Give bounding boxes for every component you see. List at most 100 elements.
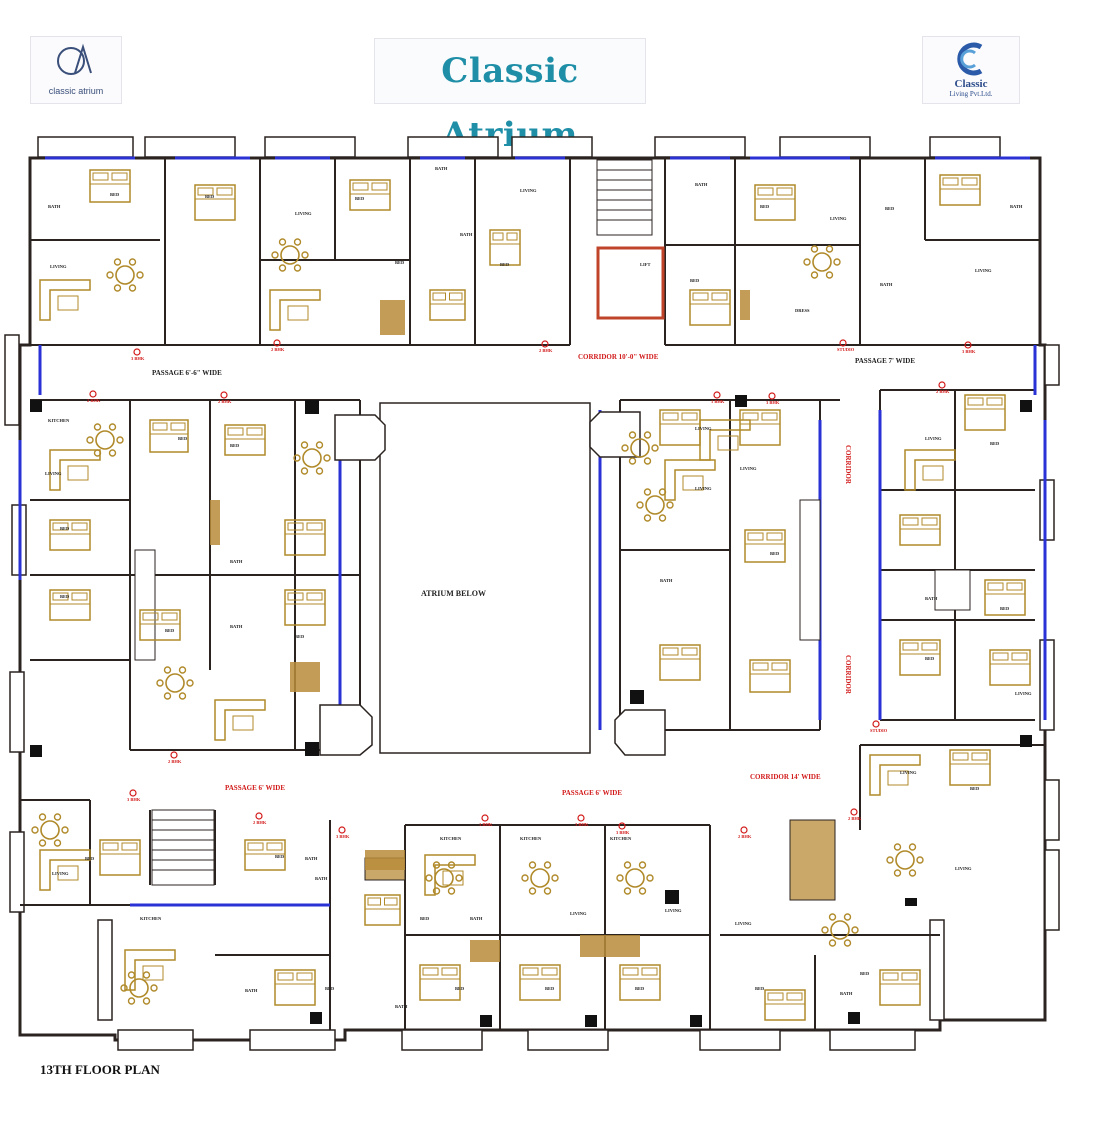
sofa-icon: [664, 459, 716, 501]
corridor-bottom-right-label: CORRIDOR 14' WIDE: [750, 773, 821, 781]
unit-marker: 3 BHK: [127, 789, 141, 802]
room-label: KITCHEN: [440, 836, 462, 841]
room-label: LIVING: [925, 436, 942, 441]
lift-core-top: [596, 246, 665, 320]
bottom-balconies: [117, 1029, 916, 1051]
passage-top-right-label: PASSAGE 7' WIDE: [855, 357, 915, 365]
classic-living-logo-icon: [957, 42, 983, 76]
room-label: LIVING: [900, 770, 917, 775]
room-label: LIVING: [695, 426, 712, 431]
room-label: BED: [178, 436, 188, 441]
room-label: BATH: [470, 916, 483, 921]
unit-marker: STUDIO: [837, 339, 855, 352]
room-label: BED: [295, 634, 305, 639]
atrium-label-text: ATRIUM BELOW: [421, 589, 486, 598]
unit-marker-label: 1 BHK: [711, 399, 725, 404]
bed-icon: [749, 659, 791, 693]
dining-table-icon: [106, 258, 144, 292]
room-label: BATH: [315, 876, 328, 881]
bed-icon: [139, 609, 181, 641]
unit-marker: 3 BHK: [962, 341, 976, 354]
dining-table-icon: [271, 238, 309, 272]
dining-table-icon: [886, 843, 924, 877]
sofa-icon: [869, 754, 921, 796]
wardrobe-icon: [210, 500, 220, 545]
wardrobe-icon: [365, 850, 405, 870]
dining-table-icon: [31, 813, 69, 847]
bed-icon: [89, 169, 131, 203]
room-label: LIVING: [50, 264, 67, 269]
unit-marker: 3 BHK: [766, 392, 780, 405]
page-title: Classic Atrium: [441, 51, 579, 155]
bed-icon: [364, 894, 401, 926]
bed-icon: [489, 229, 521, 266]
bed-icon: [284, 589, 326, 626]
bed-icon: [349, 179, 391, 211]
room-label: BATH: [1010, 204, 1023, 209]
room-label: BED: [500, 262, 510, 267]
sofa-icon: [904, 449, 956, 491]
room-label: LIVING: [520, 188, 537, 193]
unit-marker-label: 2 BHK: [738, 834, 752, 839]
bed-icon: [284, 519, 326, 556]
room-label: BED: [925, 656, 935, 661]
duct-cores: [134, 499, 971, 901]
unit-marker: 3 BHK: [616, 822, 630, 835]
passage-bottom-center-label: PASSAGE 6' WIDE: [562, 789, 622, 797]
bed-icon: [49, 589, 91, 621]
bed-icon: [274, 969, 316, 1006]
room-label: BED: [770, 551, 780, 556]
room-label: BATH: [435, 166, 448, 171]
bed-icon: [659, 409, 701, 446]
sofa-icon: [49, 449, 101, 491]
room-label: BED: [635, 986, 645, 991]
sofa-icon: [699, 419, 751, 461]
bed-icon: [984, 579, 1026, 616]
interior-walls: [20, 158, 1045, 1030]
room-label: BATH: [460, 232, 473, 237]
room-label: BED: [395, 260, 405, 265]
unit-marker-label: 2 BHK: [87, 398, 101, 403]
wardrobe-icon: [580, 935, 640, 957]
unit-marker: 2 BHK: [218, 391, 232, 404]
unit-marker-label: 2 BHK: [218, 399, 232, 404]
unit-marker: 2 BHK: [539, 340, 553, 353]
top-balconies: [37, 136, 1001, 158]
bed-icon: [744, 529, 786, 563]
furniture-layer: [31, 169, 1031, 1021]
corridor-right-lower-label: CORRIDOR: [844, 655, 852, 695]
unit-marker: 3 BHK: [131, 348, 145, 361]
room-label: BATH: [48, 204, 61, 209]
bed-icon: [99, 839, 141, 876]
dining-table-icon: [621, 431, 659, 465]
room-label: BED: [760, 204, 770, 209]
room-label: LIVING: [830, 216, 847, 221]
room-label: BED: [60, 594, 70, 599]
right-logo-name: Classic: [954, 78, 988, 90]
left-logo: classic atrium: [30, 36, 122, 104]
bed-icon: [224, 424, 266, 456]
unit-marker-label: 2 BHK: [271, 347, 285, 352]
room-label: KITCHEN: [610, 836, 632, 841]
bed-icon: [659, 644, 701, 681]
dining-table-icon: [521, 861, 559, 895]
title-banner: Classic Atrium: [374, 38, 646, 155]
room-label: KITCHEN: [48, 418, 70, 423]
room-label: BATH: [840, 991, 853, 996]
room-label: BED: [885, 206, 895, 211]
right-logo-sub: Living Pvt.Ltd.: [949, 90, 993, 98]
passage-bottom-left-label: PASSAGE 6' WIDE: [225, 784, 285, 792]
dining-table-icon: [803, 245, 841, 279]
room-label: DRESS: [795, 308, 810, 313]
room-label: BATH: [660, 578, 673, 583]
room-label: BED: [860, 971, 870, 976]
atrium-void: [379, 402, 591, 754]
dining-table-icon: [120, 971, 158, 1005]
unit-marker-label: 2 BHK: [253, 820, 267, 825]
unit-marker: STUDIO: [870, 720, 888, 733]
dining-table-icon: [425, 861, 463, 895]
room-label: BED: [205, 194, 215, 199]
unit-marker-label: 1 BHK: [479, 822, 493, 827]
bed-icon: [244, 839, 286, 871]
sofa-icon: [424, 854, 476, 896]
